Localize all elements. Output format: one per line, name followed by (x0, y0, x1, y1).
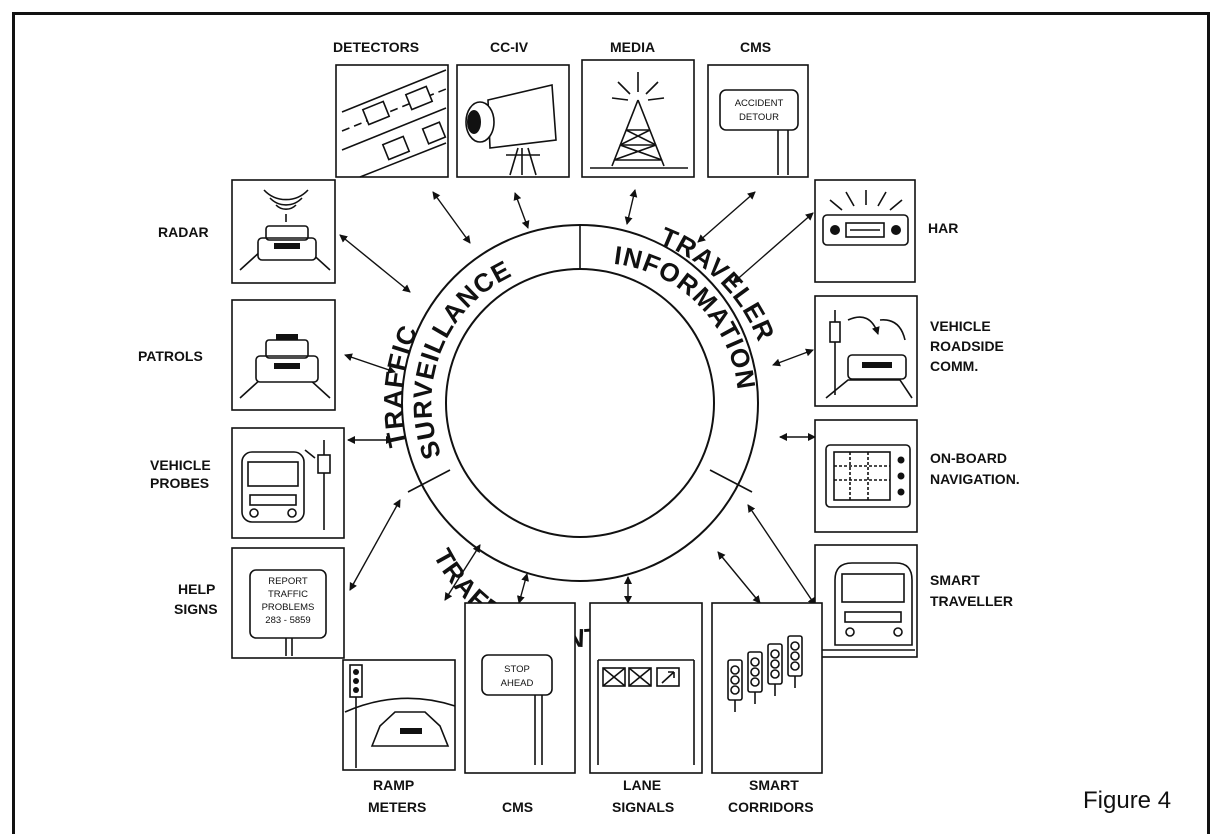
tile-ramp-meters: RAMP METERS (342, 659, 456, 815)
label-on-board-nav-2: NAVIGATION. (930, 471, 1020, 487)
car-radio-icon (822, 190, 909, 246)
label-media: MEDIA (610, 39, 655, 55)
roadside-beacon-icon (825, 310, 913, 399)
label-vehicle-roadside-1: VEHICLE (930, 318, 991, 334)
radar-car-icon (239, 189, 331, 271)
label-vehicle-roadside-3: COMM. (930, 358, 978, 374)
arrow-patrols (344, 353, 396, 374)
label-smart-traveller-1: SMART (930, 572, 980, 588)
label-on-board-nav-1: ON-BOARD (930, 450, 1007, 466)
ramp-meter-icon (344, 664, 456, 768)
label-har: HAR (928, 220, 958, 236)
tile-radar: RADAR (158, 179, 336, 284)
arrow-help-signs (349, 499, 401, 591)
navigation-unit-icon (825, 444, 911, 508)
tile-detectors: DETECTORS (333, 39, 449, 178)
tile-lane-signals: LANE SIGNALS (589, 602, 703, 815)
arrow-radar (339, 234, 411, 293)
traffic-lights-icon (727, 635, 803, 712)
label-cctv: CC-IV (490, 39, 529, 55)
help-sign-line-3: PROBLEMS (262, 602, 315, 613)
arrow-smart-corridors (717, 551, 761, 604)
tile-har: HAR (814, 179, 958, 283)
tile-smart-corridors: SMART CORRIDORS (711, 602, 823, 815)
help-sign-icon: REPORT TRAFFIC PROBLEMS 283 - 5859 (249, 569, 327, 656)
patrol-car-icon (239, 334, 331, 399)
arrow-cms-bottom (517, 573, 529, 604)
tile-smart-traveller: SMART TRAVELLER (814, 544, 1013, 658)
sign-text-ahead: AHEAD (501, 678, 534, 689)
sign-text-stop: STOP (504, 664, 530, 675)
label-vehicle-roadside-2: ROADSIDE (930, 338, 1004, 354)
label-help-signs-2: SIGNS (174, 601, 218, 617)
label-lane-signals-2: SIGNALS (612, 799, 674, 815)
arrow-smart-traveller (747, 504, 816, 606)
label-ramp-meters-2: METERS (368, 799, 426, 815)
label-smart-traveller-2: TRAVELLER (930, 593, 1013, 609)
figure-frame (12, 12, 1210, 834)
tile-cms-bottom: STOP AHEAD CMS (464, 602, 576, 815)
label-cms-top: CMS (740, 39, 771, 55)
tile-media: MEDIA (581, 39, 695, 178)
label-cms-bottom: CMS (502, 799, 533, 815)
figure-caption: Figure 4 (1083, 787, 1172, 814)
arrow-detectors (432, 191, 471, 244)
label-help-signs-1: HELP (178, 581, 215, 597)
connector-arrows (339, 189, 816, 606)
label-radar: RADAR (158, 224, 209, 240)
tile-cctv: CC-IV (456, 39, 570, 178)
camera-icon (465, 84, 557, 176)
tile-patrols: PATROLS (138, 299, 336, 411)
tile-help-signs: REPORT TRAFFIC PROBLEMS 283 - 5859 HELP … (174, 547, 345, 659)
tile-vehicle-roadside: VEHICLE ROADSIDE COMM. (814, 295, 1004, 407)
radio-tower-icon (590, 72, 688, 169)
sign-text-detour: DETOUR (739, 112, 779, 123)
sign-text-accident: ACCIDENT (735, 98, 784, 109)
tile-on-board-nav: ON-BOARD NAVIGATION. (814, 419, 1020, 533)
tile-vehicle-probes: VEHICLE PROBES (150, 427, 345, 539)
stop-ahead-sign-icon: STOP AHEAD (481, 654, 553, 765)
label-vehicle-probes-1: VEHICLE (150, 457, 211, 473)
arrow-cms-top (697, 191, 756, 243)
bus-probe-icon (241, 440, 331, 530)
label-lane-signals-1: LANE (623, 777, 661, 793)
changeable-message-sign-icon: ACCIDENT DETOUR (719, 89, 799, 175)
ring-divider-right (709, 469, 753, 493)
label-ramp-meters-1: RAMP (373, 777, 414, 793)
detectors-icon (341, 69, 447, 178)
ring: TRAFFIC SURVEILLANCE TRAVELER INFORMATIO… (378, 221, 780, 653)
arrow-ramp-meters (444, 544, 481, 601)
ring-divider-left (407, 469, 451, 493)
arrow-media (624, 189, 638, 225)
help-sign-line-4: 283 - 5859 (265, 615, 310, 626)
arrow-har (732, 212, 814, 284)
label-vehicle-probes-2: PROBES (150, 475, 209, 491)
arrow-vehicle-roadside (772, 348, 814, 367)
label-patrols: PATROLS (138, 348, 203, 364)
bus-icon (820, 562, 915, 651)
label-smart-corridors-1: SMART (749, 777, 799, 793)
help-sign-line-1: REPORT (268, 576, 308, 587)
label-detectors: DETECTORS (333, 39, 419, 55)
label-smart-corridors-2: CORRIDORS (728, 799, 814, 815)
help-sign-line-2: TRAFFIC (268, 589, 308, 600)
tile-cms-top: ACCIDENT DETOUR CMS (707, 39, 809, 178)
arrow-cctv (513, 192, 530, 229)
lane-signal-gantry-icon (597, 659, 695, 765)
